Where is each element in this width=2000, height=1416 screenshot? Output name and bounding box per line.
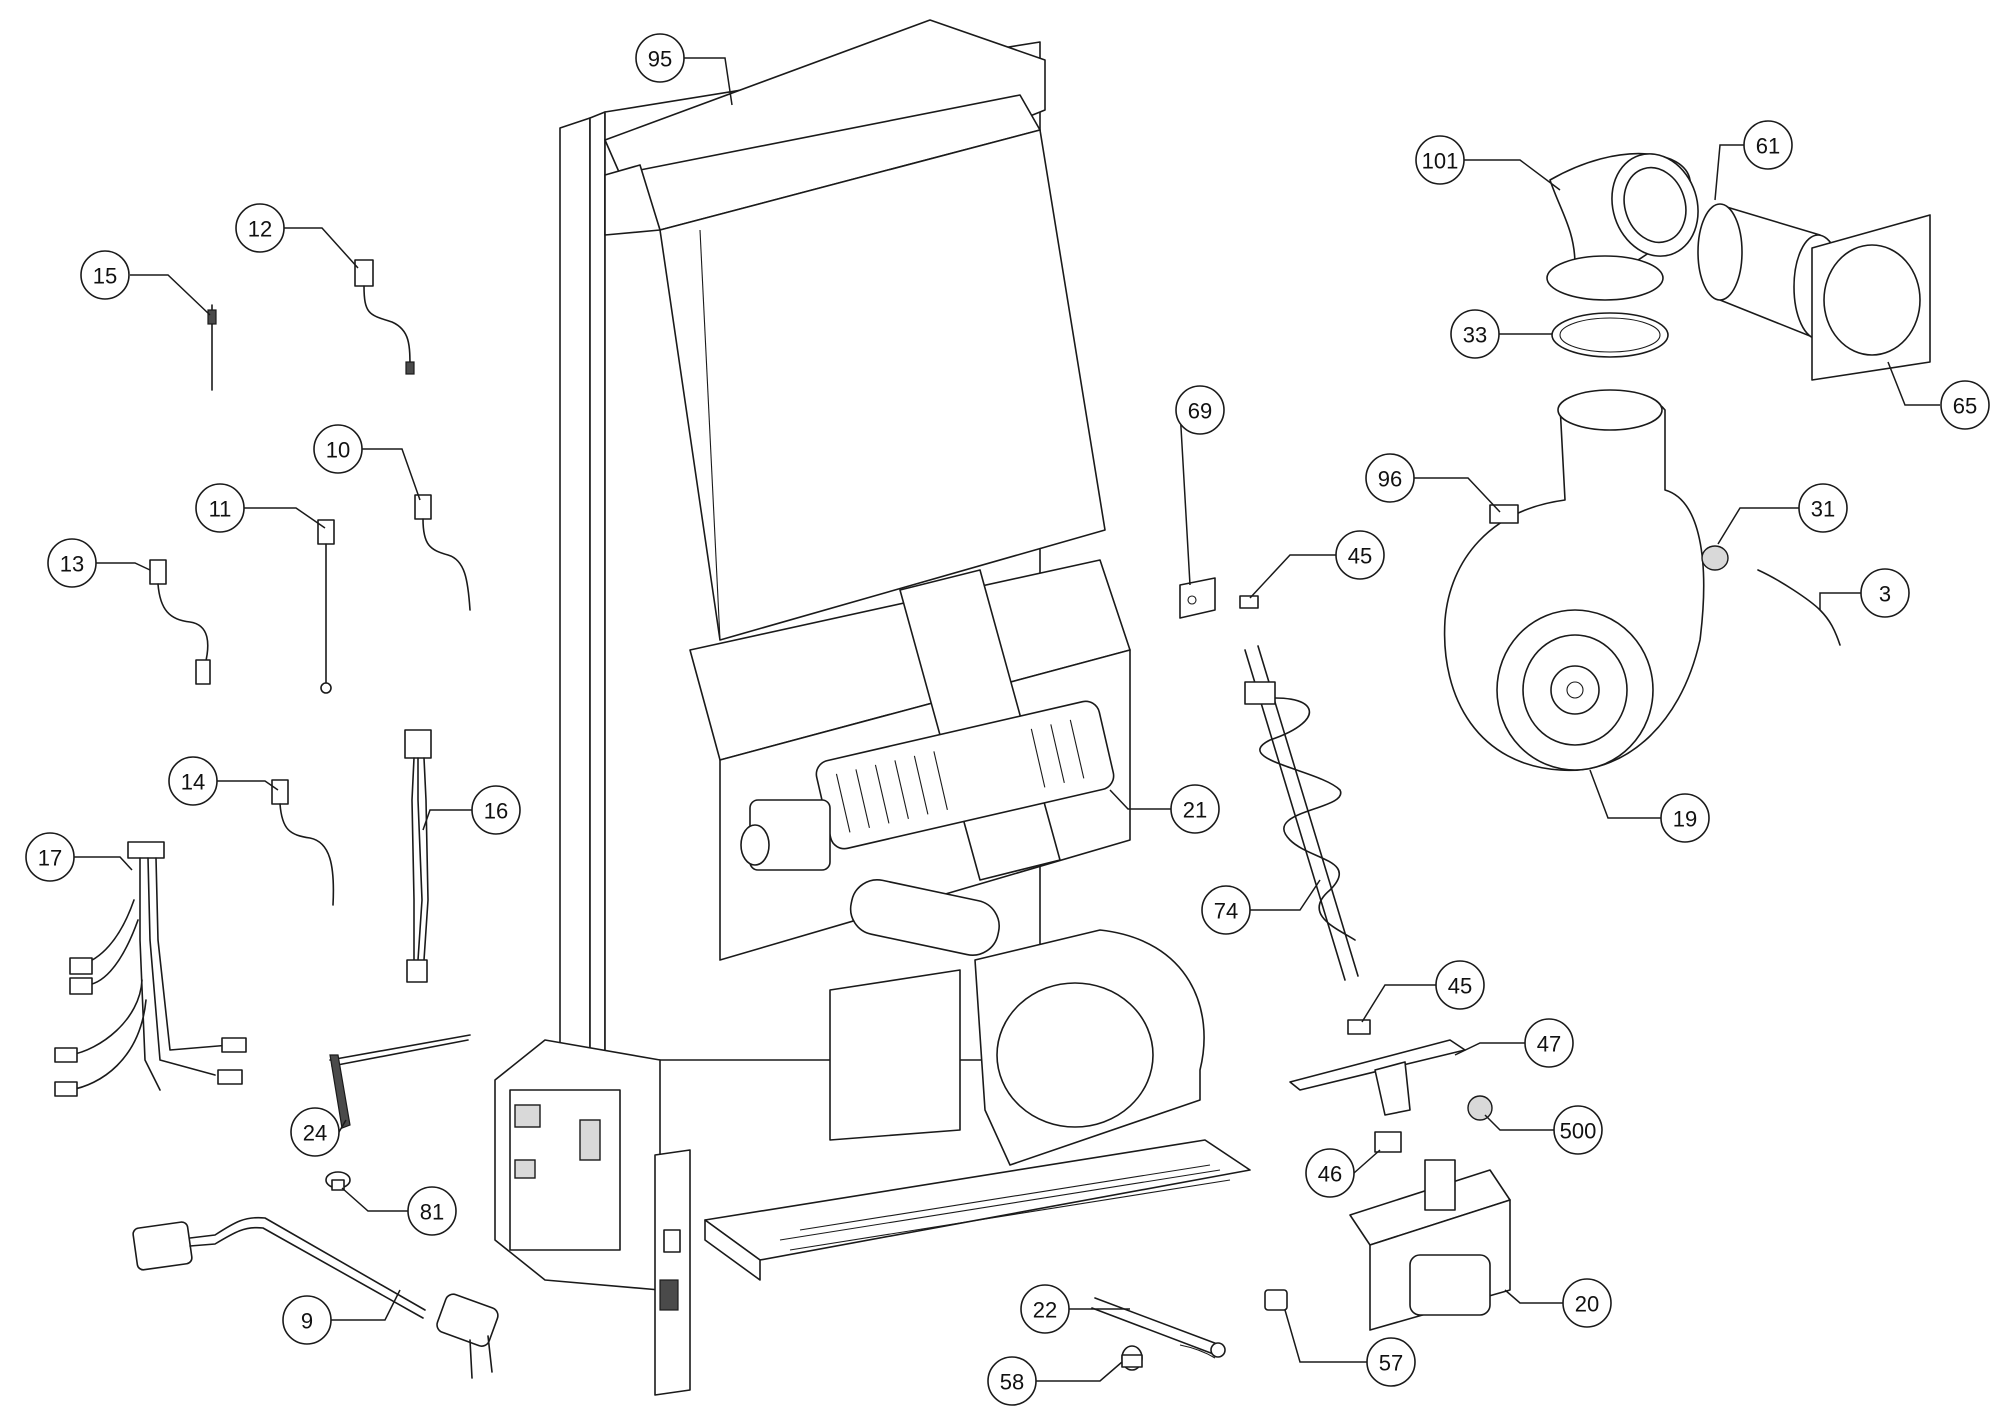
callout-bubble: 81 — [407, 1186, 457, 1236]
callout-bubble: 19 — [1660, 793, 1710, 843]
callout-label: 31 — [1811, 497, 1835, 522]
callout-label: 24 — [303, 1121, 327, 1146]
gear-motor-20 — [1349, 1159, 1511, 1331]
callout-label: 16 — [484, 799, 508, 824]
callout-label: 47 — [1537, 1032, 1561, 1057]
callout-bubble: 9 — [282, 1295, 332, 1345]
callout-label: 9 — [301, 1309, 313, 1334]
callout-bubble: 24 — [290, 1107, 340, 1157]
callout-label: 46 — [1318, 1162, 1342, 1187]
plug-58 — [1121, 1345, 1143, 1371]
callout-label: 74 — [1214, 899, 1238, 924]
callout-label: 20 — [1575, 1292, 1599, 1317]
clip-57 — [1264, 1289, 1288, 1311]
callout-label: 45 — [1348, 544, 1372, 569]
callout-label: 500 — [1560, 1119, 1597, 1144]
callout-bubble: 10 — [313, 424, 363, 474]
callout-bubble: 58 — [987, 1356, 1037, 1406]
coupler-46 — [1374, 1131, 1402, 1153]
callout-bubble: 12 — [235, 203, 285, 253]
callout-label: 19 — [1673, 807, 1697, 832]
wire-lead-10 — [414, 494, 471, 611]
callout-bubble: 3 — [1860, 568, 1910, 618]
callout-label: 10 — [326, 438, 350, 463]
callout-label: 21 — [1183, 798, 1207, 823]
callout-bubble: 95 — [635, 33, 685, 83]
callout-bubble: 14 — [168, 756, 218, 806]
flange-plate-65 — [1811, 214, 1931, 381]
callout-bubble: 57 — [1366, 1337, 1416, 1387]
callout-bubble: 46 — [1305, 1148, 1355, 1198]
callout-label: 13 — [60, 552, 84, 577]
callout-label: 45 — [1448, 974, 1472, 999]
callout-bubble: 33 — [1450, 309, 1500, 359]
wire-3 — [1757, 569, 1841, 646]
callout-bubble: 45 — [1335, 530, 1385, 580]
callout-bubble: 61 — [1743, 120, 1793, 170]
rod-24 — [329, 1034, 471, 1129]
wire-harness-16 — [404, 729, 432, 983]
callout-label: 61 — [1756, 134, 1780, 159]
wire-lead-12 — [354, 259, 415, 375]
callout-bubble: 96 — [1365, 453, 1415, 503]
leader-lines — [73, 57, 1940, 1382]
callout-bubble: 22 — [1020, 1284, 1070, 1334]
elbow-101 — [1546, 152, 1699, 301]
callout-label: 12 — [248, 217, 272, 242]
callout-bubble: 74 — [1201, 885, 1251, 935]
washer-31 — [1701, 545, 1729, 571]
sensor-probe-15 — [207, 304, 217, 391]
callout-label: 57 — [1379, 1351, 1403, 1376]
callout-bubble: 101 — [1415, 135, 1465, 185]
callout-bubble: 11 — [195, 483, 245, 533]
power-cord-9 — [132, 1216, 499, 1379]
callout-bubble: 69 — [1175, 385, 1225, 435]
callout-label: 3 — [1879, 582, 1891, 607]
callout-label: 101 — [1422, 149, 1459, 174]
rod-22 — [1091, 1297, 1226, 1359]
callout-label: 14 — [181, 770, 205, 795]
wire-harness-17 — [54, 841, 247, 1097]
callout-label: 65 — [1953, 394, 1977, 419]
auger-74 — [1244, 645, 1359, 981]
wire-lead-11 — [317, 519, 335, 694]
callout-bubble: 65 — [1940, 380, 1990, 430]
callout-label: 96 — [1378, 467, 1402, 492]
callout-label: 69 — [1188, 399, 1212, 424]
callout-label: 33 — [1463, 323, 1487, 348]
callout-bubble: 15 — [80, 250, 130, 300]
plate-47 — [1289, 1039, 1466, 1116]
callout-bubble: 21 — [1170, 784, 1220, 834]
callout-label: 95 — [648, 47, 672, 72]
knob-81 — [325, 1171, 351, 1191]
callout-bubble: 16 — [471, 785, 521, 835]
callout-bubble: 13 — [47, 538, 97, 588]
callout-label: 81 — [420, 1200, 444, 1225]
callout-label: 58 — [1000, 1370, 1024, 1395]
callout-label: 17 — [38, 846, 62, 871]
stove-frame — [494, 19, 1251, 1396]
wire-lead-14 — [271, 779, 335, 906]
callout-bubble: 47 — [1524, 1018, 1574, 1068]
cap-500 — [1467, 1095, 1493, 1121]
callout-label: 15 — [93, 264, 117, 289]
callout-bubble: 31 — [1798, 483, 1848, 533]
blower-19 — [1443, 389, 1705, 772]
bushing-45-bottom — [1347, 1019, 1371, 1035]
callout-bubble: 500 — [1553, 1105, 1603, 1155]
wire-lead-13 — [149, 559, 211, 685]
ring-33 — [1551, 312, 1669, 358]
bushing-45-top — [1239, 595, 1259, 609]
callout-label: 11 — [209, 497, 232, 522]
bracket-69 — [1179, 577, 1216, 619]
callout-bubble: 45 — [1435, 960, 1485, 1010]
callout-bubble: 20 — [1562, 1278, 1612, 1328]
callout-bubbles: 95 101 61 12 15 33 65 69 10 96 31 11 45 13 3 14 16 21 19 17… — [25, 33, 1990, 1406]
callout-bubble: 17 — [25, 832, 75, 882]
callout-label: 22 — [1033, 1298, 1057, 1323]
